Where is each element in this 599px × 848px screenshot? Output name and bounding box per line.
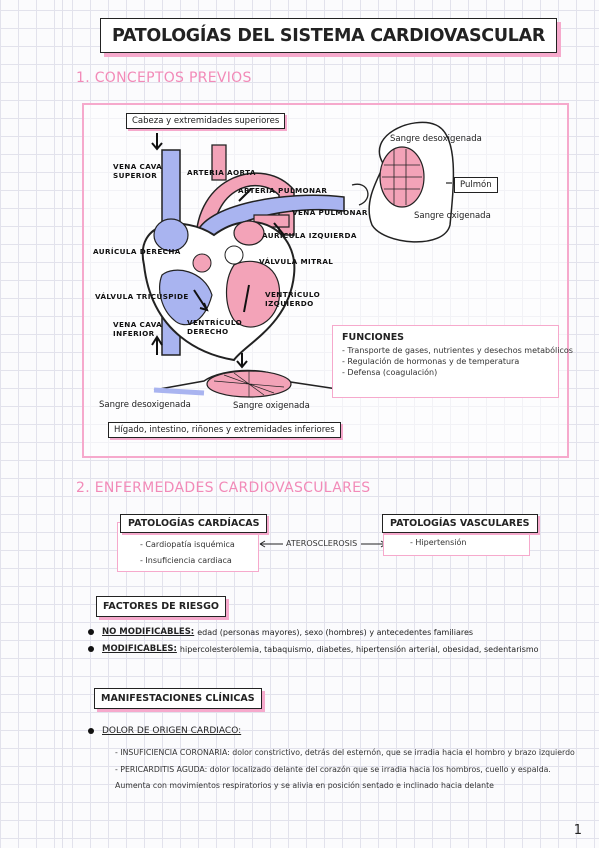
manifestacion-line: Aumenta con movimientos respiratorios y …	[115, 781, 494, 790]
label-arteria-aorta: ARTERIA AORTA	[187, 168, 256, 177]
heart-circulation-diagram	[141, 121, 455, 398]
manifestacion-line: - INSUFICIENCIA CORONARIA: dolor constri…	[115, 748, 575, 757]
label-valvula-tricuspide: VÁLVULA TRICÚSPIDE	[95, 292, 189, 301]
modificables-label: MODIFICABLES:	[102, 644, 177, 654]
dolor-origen-label: DOLOR DE ORIGEN CARDIACO:	[102, 726, 242, 736]
label-auricula-derecha: AURÍCULA DERECHA	[93, 247, 181, 256]
funciones-box: FUNCIONES - Transporte de gases, nutrien…	[332, 325, 573, 398]
bullet-icon	[88, 646, 94, 652]
bullet-icon	[88, 728, 94, 734]
no-modificables-text: edad (personas mayores), sexo (hombres) …	[197, 627, 474, 637]
label-bottom-sangre-desoxigenada: Sangre desoxigenada	[99, 400, 191, 410]
manifestaciones-title: MANIFESTACIONES CLÍNICAS	[94, 688, 262, 709]
label-bottom-sangre-oxigenada: Sangre oxigenada	[233, 401, 310, 411]
label-valvula-mitral: VÁLVULA MITRAL	[259, 257, 334, 266]
funciones-item: - Defensa (coagulación)	[342, 368, 438, 377]
label-ventriculo-izquierdo: VENTRÍCULO IZQUIERDO	[265, 290, 321, 308]
label-auricula-izquierda: AURÍCULA IZQUIERDA	[262, 231, 357, 240]
cardiacas-item: - Insuficiencia cardiaca	[140, 556, 232, 565]
label-lung-sangre-oxigenada: Sangre oxigenada	[414, 211, 491, 221]
section-heading-conceptos: 1. CONCEPTOS PREVIOS	[76, 70, 252, 86]
modificables-text: hipercolesterolemia, tabaquismo, diabete…	[179, 644, 539, 654]
patologias-vasculares-title: PATOLOGÍAS VASCULARES	[382, 514, 538, 533]
label-arteria-pulmonar: ARTERIA PULMONAR	[238, 186, 328, 195]
aterosclerosis-label: ATEROSCLEROSIS	[286, 539, 358, 548]
label-vena-cava-inferior: VENA CAVA INFERIOR	[113, 320, 163, 338]
no-modificables-row: NO MODIFICABLES: edad (personas mayores)…	[88, 627, 473, 637]
no-modificables-label: NO MODIFICABLES:	[102, 627, 195, 637]
funciones-item: - Transporte de gases, nutrientes y dese…	[342, 346, 573, 355]
cardiacas-item: - Cardiopatía isquémica	[140, 540, 235, 549]
label-pulmon: Pulmón	[454, 177, 498, 193]
label-higado-intestino: Hígado, intestino, riñones y extremidade…	[108, 422, 341, 438]
bullet-icon	[88, 629, 94, 635]
label-cabeza-extremidades: Cabeza y extremidades superiores	[126, 113, 286, 129]
notebook-margin-line	[62, 0, 63, 848]
label-vena-cava-superior: VENA CAVA SUPERIOR	[113, 162, 163, 180]
page-title: PATOLOGÍAS DEL SISTEMA CARDIOVASCULAR	[100, 18, 557, 53]
funciones-title: FUNCIONES	[342, 332, 405, 343]
patologias-cardiacas-title: PATOLOGÍAS CARDÍACAS	[120, 514, 268, 533]
factores-riesgo-title: FACTORES DE RIESGO	[96, 596, 226, 617]
label-lung-sangre-desoxigenada: Sangre desoxigenada	[390, 134, 482, 144]
label-ventriculo-derecho: VENTRÍCULO DERECHO	[187, 318, 243, 336]
funciones-item: - Regulación de hormonas y de temperatur…	[342, 357, 520, 366]
modificables-row: MODIFICABLES: hipercolesterolemia, tabaq…	[88, 644, 539, 654]
dolor-origen-row: DOLOR DE ORIGEN CARDIACO:	[88, 726, 241, 736]
section-heading-enfermedades: 2. ENFERMEDADES CARDIOVASCULARES	[76, 480, 371, 496]
vasculares-item: - Hipertensión	[410, 538, 467, 547]
page-number: 1	[573, 823, 582, 838]
manifestacion-line: - PERICARDITIS AGUDA: dolor localizado d…	[115, 765, 551, 774]
label-vena-pulmonar: VENA PULMONAR	[292, 208, 368, 217]
